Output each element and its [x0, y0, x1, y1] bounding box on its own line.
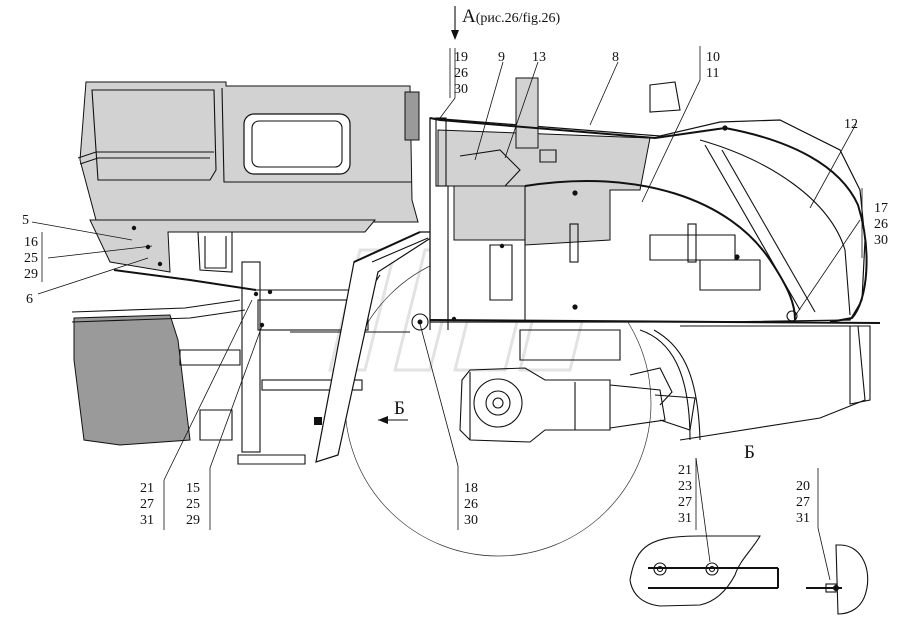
- svg-text:15: 15: [186, 481, 200, 496]
- svg-text:30: 30: [454, 82, 468, 97]
- svg-text:21: 21: [140, 481, 154, 496]
- leader-lines: [31, 46, 863, 581]
- view-arrow-a: А(рис.26/fig.26): [451, 6, 561, 40]
- callout-stack-18: 18 26 30: [464, 481, 478, 528]
- callout-8: 8: [612, 50, 619, 65]
- svg-text:25: 25: [24, 251, 38, 266]
- detail-view-b: [629, 535, 869, 615]
- svg-text:29: 29: [24, 267, 38, 282]
- callout-5: 5: [22, 213, 29, 228]
- cab: [77, 81, 420, 223]
- view-letter: А: [462, 6, 476, 27]
- callouts: 5 6 8 9 12 13 16 25 29 19 26 30 10 11 17…: [22, 48, 888, 528]
- svg-text:26: 26: [874, 217, 888, 232]
- callout-stack-19: 19 26 30: [449, 48, 468, 98]
- front-fairing: [89, 219, 377, 291]
- svg-text:31: 31: [678, 511, 692, 526]
- svg-text:17: 17: [874, 201, 888, 216]
- callout-stack-20: 20 27 31: [796, 479, 810, 526]
- axle-housing: [459, 367, 696, 443]
- svg-text:27: 27: [140, 497, 154, 512]
- svg-text:20: 20: [796, 479, 810, 494]
- svg-text:19: 19: [454, 50, 468, 65]
- callout-stack-17: 17 26 30: [874, 201, 888, 248]
- callout-13: 13: [532, 50, 546, 65]
- callout-stack-15: 15 25 29: [186, 481, 200, 528]
- detail-label-b: Б: [744, 442, 755, 463]
- svg-text:16: 16: [24, 235, 38, 250]
- callout-12: 12: [844, 117, 858, 132]
- svg-text:11: 11: [706, 66, 719, 81]
- callout-stack-21: 21 27 31: [140, 481, 154, 528]
- callout-stack-21-detail: 21 23 27 31: [678, 463, 692, 526]
- svg-text:27: 27: [796, 495, 810, 510]
- callout-stack-10: 10 11: [706, 50, 720, 81]
- engine-block: [429, 77, 866, 323]
- svg-text:26: 26: [454, 66, 468, 81]
- svg-text:25: 25: [186, 497, 200, 512]
- vertical-struts: [411, 117, 449, 331]
- wheel-hub: [473, 378, 523, 428]
- view-ref: (рис.26/fig.26): [476, 11, 561, 26]
- callout-stack-16: 16 25 29: [24, 235, 38, 282]
- svg-text:31: 31: [140, 513, 154, 528]
- svg-text:27: 27: [678, 495, 692, 510]
- svg-text:21: 21: [678, 463, 692, 478]
- svg-text:26: 26: [464, 497, 478, 512]
- callout-6: 6: [26, 292, 33, 307]
- callout-9: 9: [498, 50, 505, 65]
- svg-text:29: 29: [186, 513, 200, 528]
- section-arrow-b: Б Б: [378, 398, 755, 463]
- svg-text:23: 23: [678, 479, 692, 494]
- section-label-b: Б: [394, 398, 405, 419]
- svg-text:30: 30: [874, 233, 888, 248]
- svg-text:18: 18: [464, 481, 478, 496]
- view-label-a: А(рис.26/fig.26): [462, 6, 561, 27]
- rear-housing: [519, 325, 871, 441]
- hood-panel: [429, 117, 881, 324]
- svg-text:31: 31: [796, 511, 810, 526]
- slanted-cover: [314, 231, 443, 463]
- svg-text:10: 10: [706, 50, 720, 65]
- svg-text:30: 30: [464, 513, 478, 528]
- wheel-hub-inner: [485, 390, 511, 416]
